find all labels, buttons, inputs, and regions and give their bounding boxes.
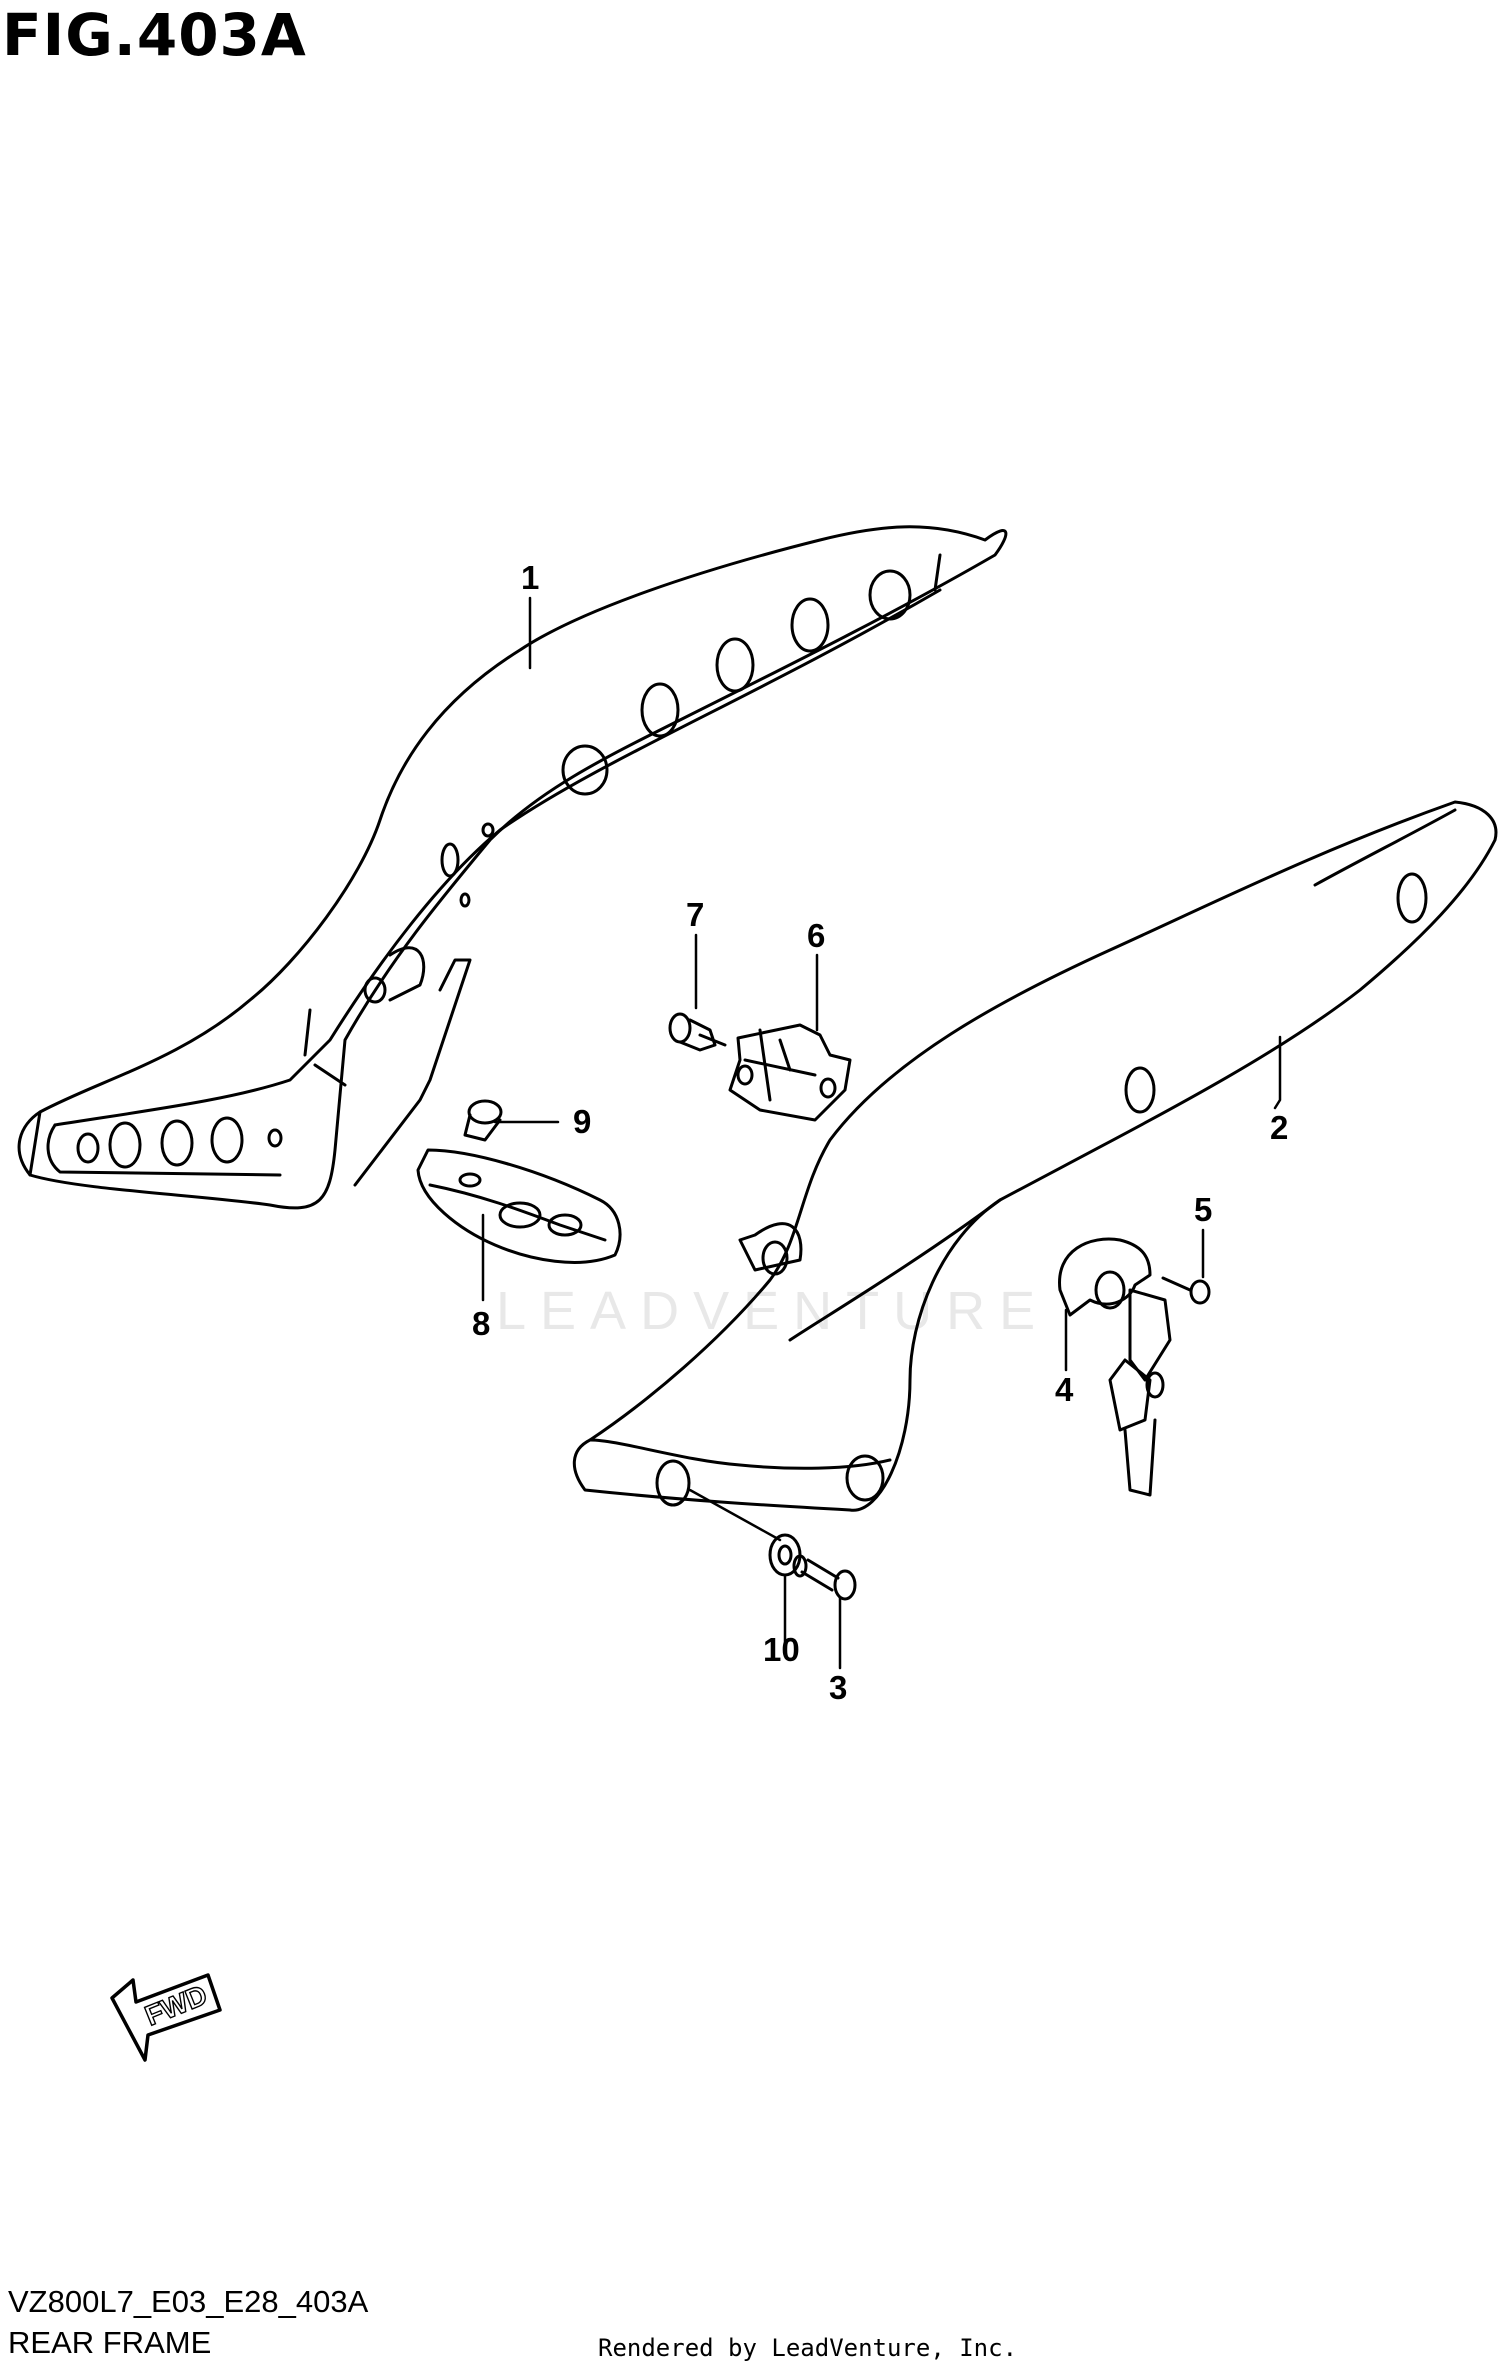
callout-7: 7 bbox=[686, 896, 705, 933]
figure-subtitle: REAR FRAME bbox=[8, 2325, 212, 2360]
callout-4: 4 bbox=[1055, 1371, 1074, 1408]
callout-8: 8 bbox=[472, 1305, 491, 1342]
part-10-washer bbox=[768, 1533, 802, 1577]
figure-code: VZ800L7_E03_E28_403A bbox=[8, 2284, 369, 2319]
part-4-lock bbox=[1058, 1237, 1172, 1497]
leader-lines bbox=[481, 596, 1282, 1670]
part-3-bolt bbox=[792, 1554, 857, 1601]
part-7-flange-bolt bbox=[668, 1012, 727, 1052]
part-2-rear-frame-right bbox=[572, 800, 1498, 1512]
part-9-screw bbox=[463, 1099, 503, 1142]
part-5-screw bbox=[1161, 1276, 1211, 1305]
callout-5: 5 bbox=[1194, 1191, 1213, 1228]
watermark-text: LEADVENTURE bbox=[496, 1281, 1050, 1341]
callout-1: 1 bbox=[521, 559, 540, 596]
callout-9: 9 bbox=[573, 1103, 592, 1140]
fwd-arrow-icon bbox=[110, 1973, 222, 2062]
leader-10b bbox=[688, 1488, 782, 1542]
callout-10: 10 bbox=[763, 1631, 800, 1668]
callout-3: 3 bbox=[829, 1669, 848, 1706]
callout-2: 2 bbox=[1270, 1109, 1289, 1146]
part-8-bracket-plate bbox=[416, 1148, 622, 1264]
rendered-by-credit: Rendered by LeadVenture, Inc. bbox=[598, 2334, 1018, 2362]
callout-6: 6 bbox=[807, 917, 826, 954]
figure-title: FIG.403A bbox=[2, 1, 307, 69]
part-1-rear-frame-left bbox=[17, 525, 1008, 1210]
leader-2 bbox=[1273, 1035, 1282, 1110]
part-6-hinge-bracket bbox=[728, 1023, 852, 1122]
